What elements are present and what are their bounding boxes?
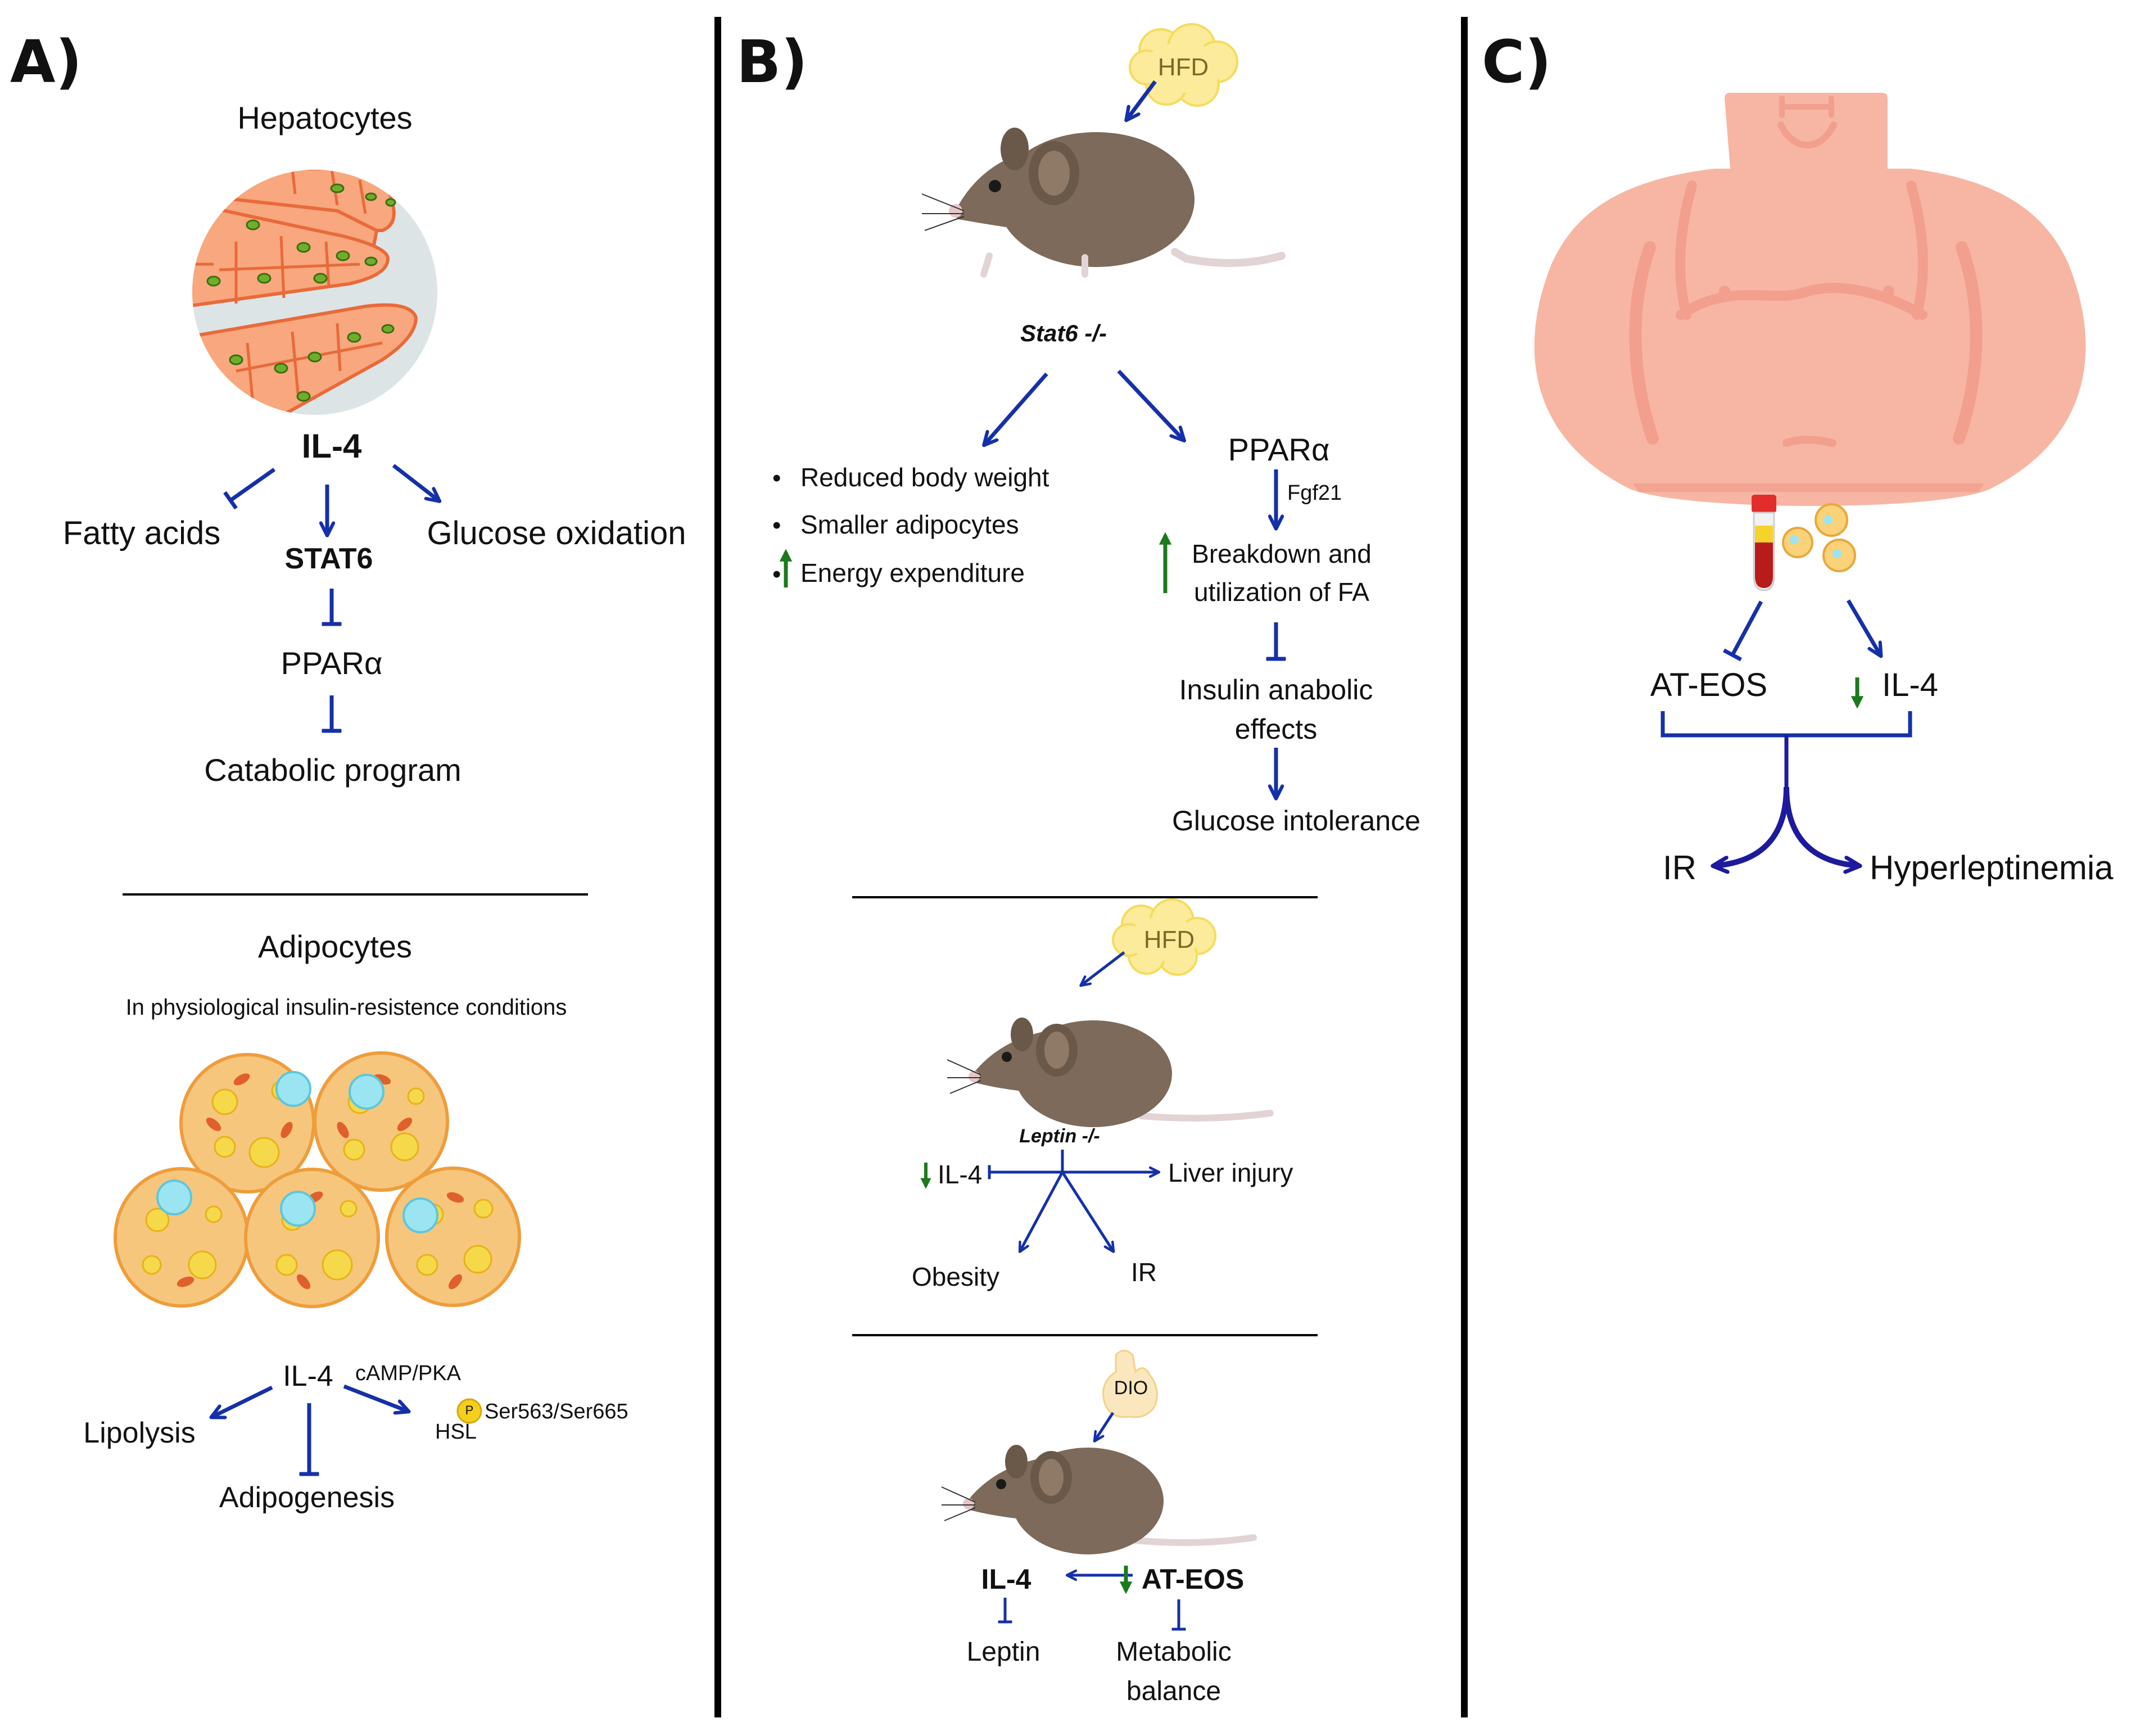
panel-c-arrows	[1661, 599, 1912, 795]
il4-bottom-label: IL-4	[981, 1563, 1031, 1595]
hepatocytes-illustration	[192, 170, 437, 415]
hyperleptinemia-label: Hyperleptinemia	[1870, 849, 2114, 887]
il4-middle-label: IL-4	[938, 1160, 983, 1189]
adipogenesis-label: Adipogenesis	[219, 1481, 395, 1514]
insulin-line-1: Insulin anabolic	[1179, 674, 1373, 706]
panel-a-hepatocyte-arrows	[230, 464, 438, 731]
panel-a-adipocyte-arrows	[212, 1384, 408, 1474]
insulin-line-2: effects	[1234, 713, 1318, 745]
panel-b-green-arrows	[779, 532, 1172, 593]
mouse-dio-icon	[941, 1445, 1257, 1554]
hfd-label-top: HFD	[1157, 53, 1209, 81]
hsl-label: HSL	[435, 1420, 477, 1444]
bullet-2-marker: •	[772, 512, 781, 539]
ppara-a-label: PPARα	[280, 645, 383, 681]
ir-middle-label: IR	[1131, 1258, 1157, 1287]
bullet-1: Reduced body weight	[800, 463, 1049, 492]
obesity-label: Obesity	[912, 1262, 999, 1291]
fgf21-label: Fgf21	[1287, 481, 1342, 505]
ppara-b-label: PPARα	[1228, 432, 1330, 467]
bullet-3: Energy expenditure	[800, 558, 1025, 587]
lipolysis-label: Lipolysis	[83, 1417, 196, 1449]
glucose-intolerance-label: Glucose intolerance	[1172, 805, 1420, 837]
ir-c-label: IR	[1663, 849, 1696, 887]
adipocytes-subtitle: In physiological insulin-resistence cond…	[125, 995, 567, 1020]
phospho-label: P	[465, 1403, 474, 1417]
dio-label: DIO	[1114, 1377, 1148, 1399]
mouse-stat6-icon	[921, 128, 1286, 278]
blood-sample-icon	[1752, 495, 1776, 591]
obese-body-illustration	[1534, 93, 2086, 506]
leptin-outcome-label: Leptin	[966, 1637, 1040, 1667]
bullet-1-marker: •	[772, 464, 781, 492]
leptin-genotype-label: Leptin -/-	[1019, 1125, 1100, 1147]
breakdown-line-2: utilization of FA	[1194, 577, 1369, 607]
hfd-cloud-top	[1129, 23, 1238, 107]
panel-b-label: B)	[736, 28, 808, 96]
mouse-leptin-icon	[947, 1018, 1274, 1127]
hepatocytes-title: Hepatocytes	[237, 100, 413, 135]
breakdown-line-1: Breakdown and	[1192, 539, 1372, 568]
stat6-genotype-label: Stat6 -/-	[1020, 320, 1107, 346]
panel-b-middle-arrows	[989, 951, 1158, 1251]
panel-b-top-arrows	[985, 80, 1276, 797]
panel-c-label: C)	[1482, 28, 1551, 96]
fatty-acids-label: Fatty acids	[62, 515, 221, 551]
liver-injury-label: Liver injury	[1168, 1158, 1293, 1187]
bullet-3-marker: •	[772, 560, 781, 588]
metabolic-line-2: balance	[1126, 1676, 1221, 1706]
ser-residues-label: Ser563/Ser665	[485, 1400, 628, 1423]
adipocytes-title: Adipocytes	[258, 929, 412, 964]
hepatocytes-il4: IL-4	[301, 427, 362, 465]
camp-pka-label: cAMP/PKA	[355, 1362, 461, 1385]
dio-blob	[1102, 1350, 1158, 1418]
metabolic-line-1: Metabolic	[1116, 1637, 1232, 1667]
panel-c-split-arrows	[1714, 786, 1858, 866]
hfd-label-middle: HFD	[1143, 926, 1195, 953]
panel-a-label: A)	[10, 28, 83, 96]
adipocytes-illustration	[114, 1051, 521, 1308]
adipocytes-il4: IL-4	[283, 1360, 333, 1393]
cells-cluster-icon	[1782, 503, 1856, 572]
catabolic-program-label: Catabolic program	[204, 752, 462, 788]
phospho-badge	[456, 1398, 482, 1424]
stat6-label: STAT6	[284, 542, 373, 575]
il4-c-label: IL-4	[1882, 667, 1938, 703]
bullet-2: Smaller adipocytes	[800, 510, 1019, 539]
hfd-cloud-middle	[1112, 898, 1216, 976]
glucose-oxidation-label: Glucose oxidation	[427, 515, 686, 551]
ateos-bottom-label: AT-EOS	[1141, 1563, 1245, 1595]
ateos-c-label: AT-EOS	[1650, 667, 1768, 703]
panel-b-bottom-arrows	[1005, 1412, 1179, 1629]
